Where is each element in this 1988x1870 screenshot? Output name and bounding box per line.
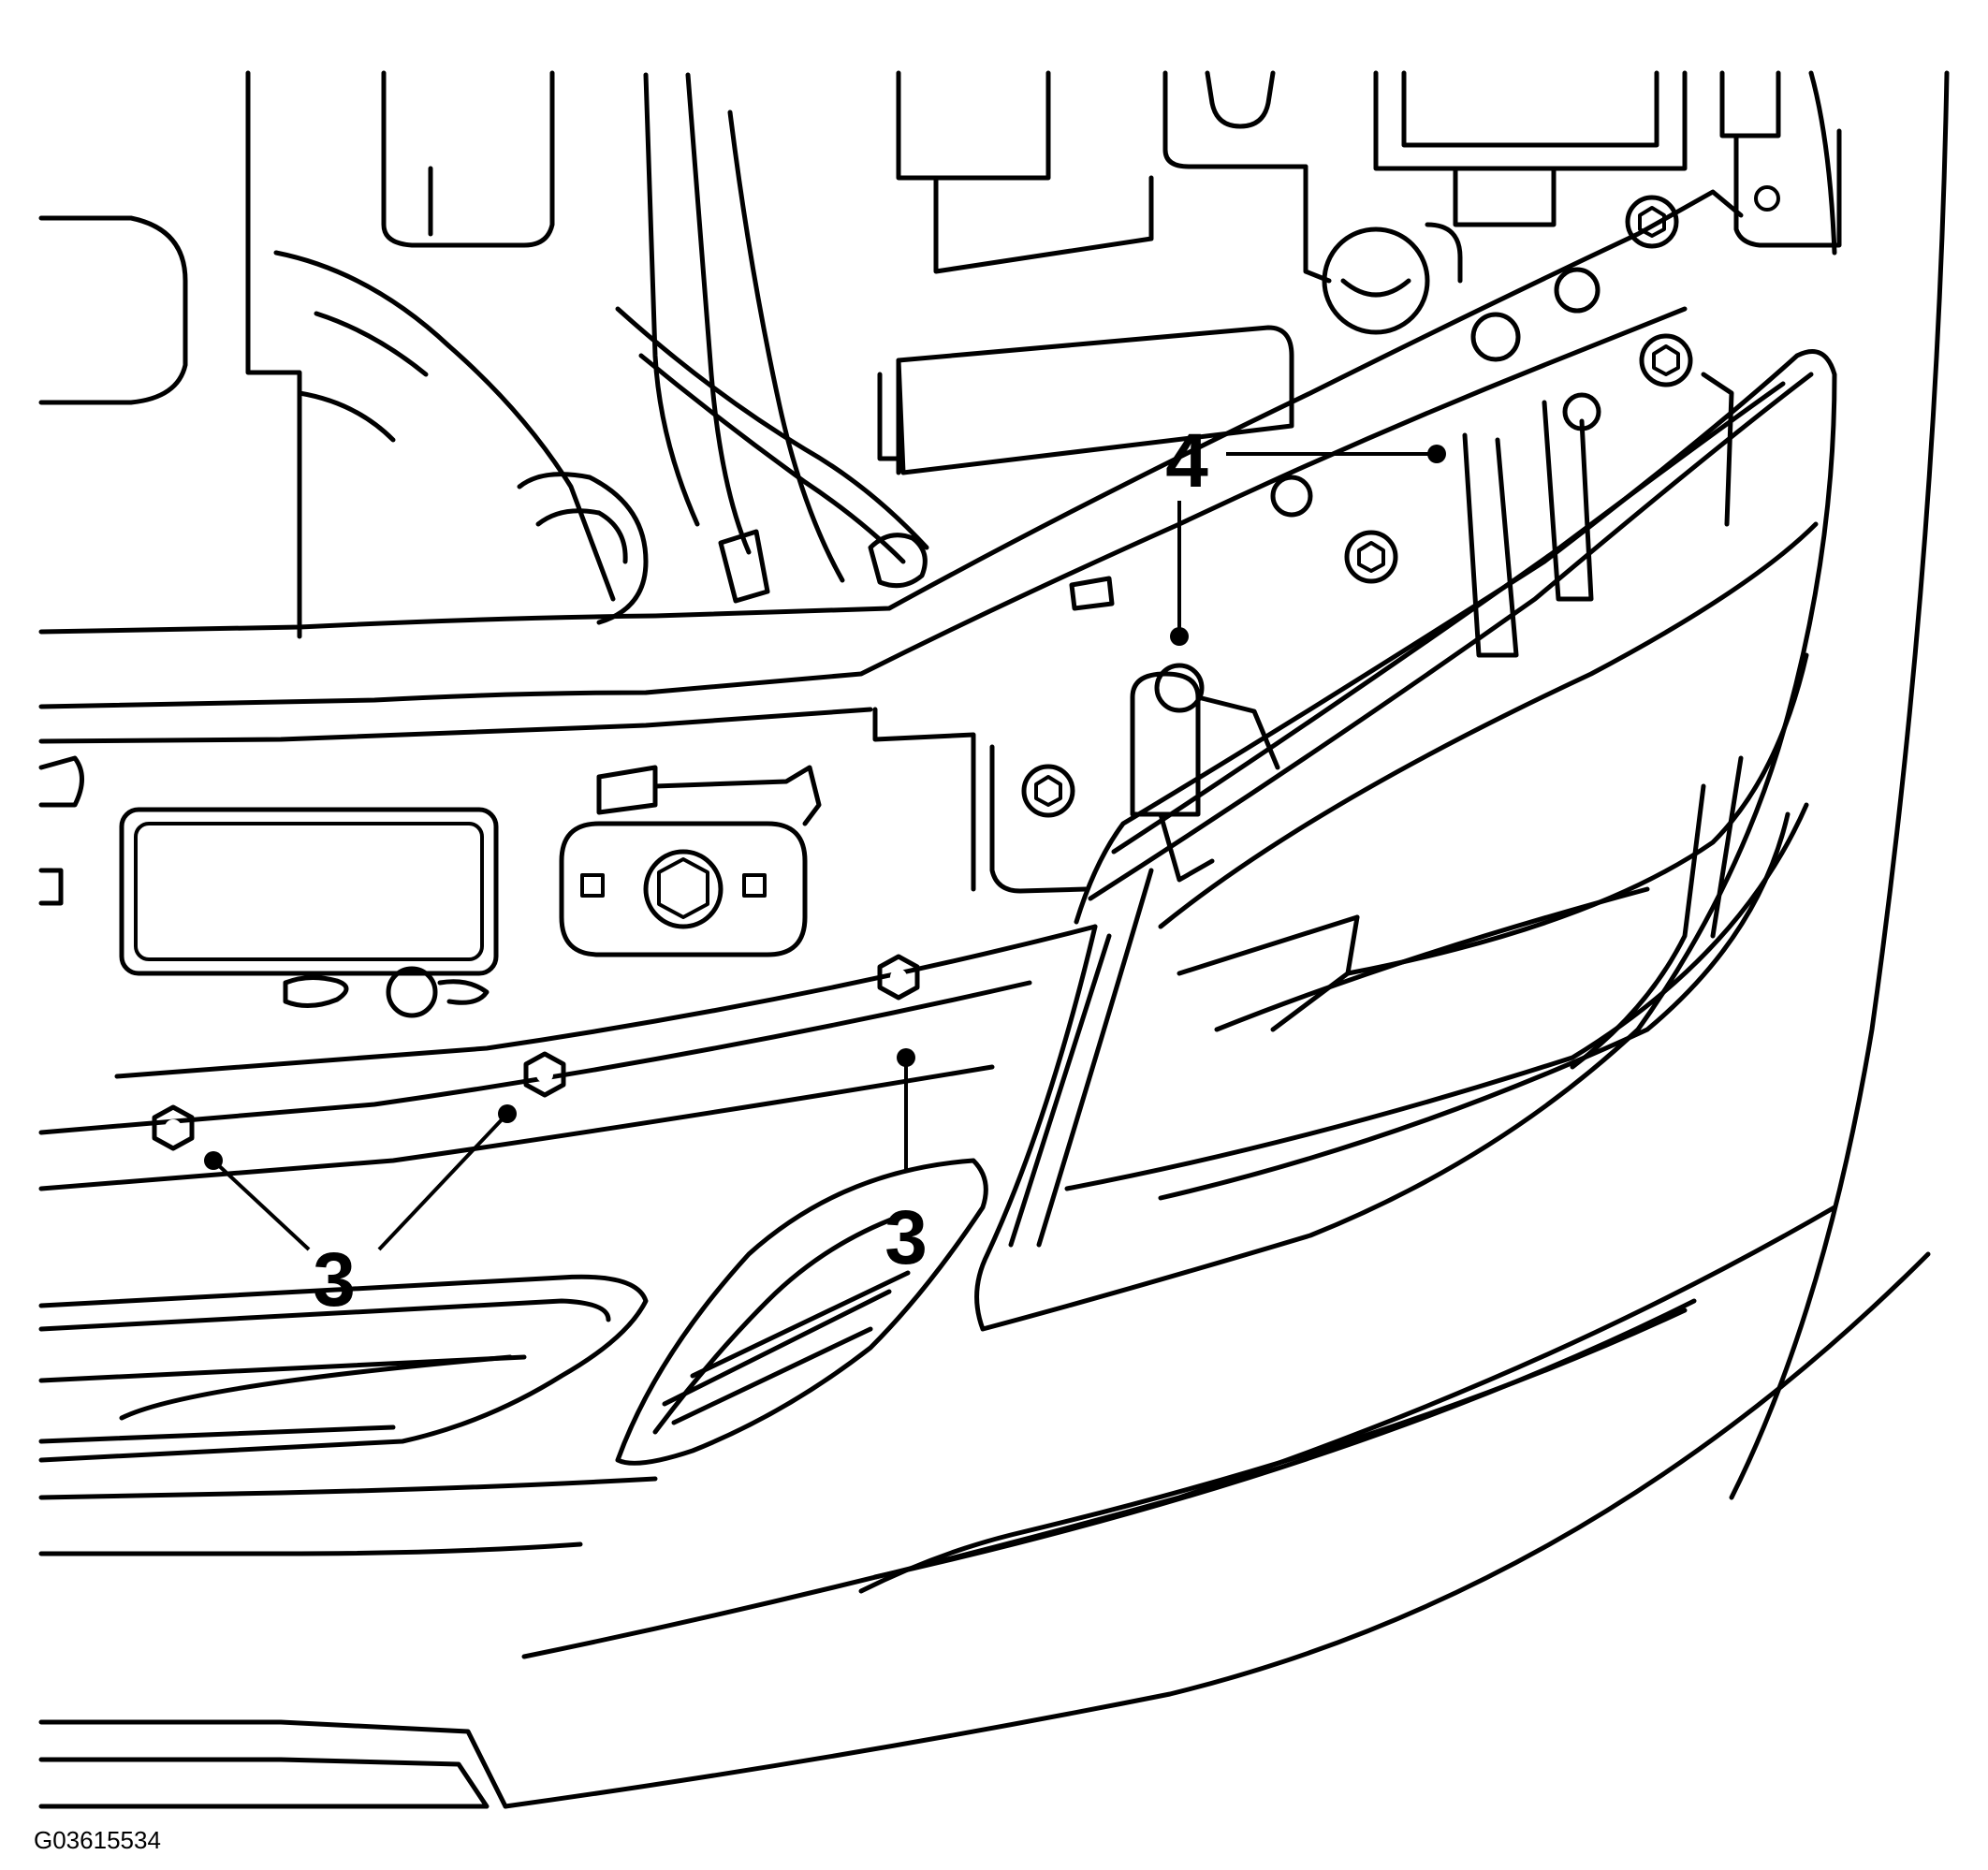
bolt-head-icon xyxy=(1021,764,1075,818)
callout-label-4: 4 xyxy=(1165,418,1208,504)
callout-leaders xyxy=(204,445,1446,1251)
bolt-head-icon xyxy=(1639,333,1693,387)
bolt-head-icon xyxy=(1625,195,1679,249)
figure-id: G03615534 xyxy=(34,1826,161,1854)
fastener-screw-4b xyxy=(1470,312,1521,362)
radiator-support xyxy=(38,189,1744,894)
callout-label-3-left: 3 xyxy=(313,1237,356,1322)
headlamp-assembly xyxy=(974,349,1837,1332)
callout-label-3-center: 3 xyxy=(884,1195,928,1280)
fastener-nut-3b xyxy=(523,1051,566,1098)
bumper-fascia xyxy=(38,70,1950,1809)
engine-bay xyxy=(38,70,1842,639)
fastener-nut-3a xyxy=(152,1104,195,1151)
fastener-nut-3c xyxy=(877,954,920,1001)
fastener-screw-4a xyxy=(1154,663,1205,713)
bolt-head-icon xyxy=(1344,530,1398,584)
